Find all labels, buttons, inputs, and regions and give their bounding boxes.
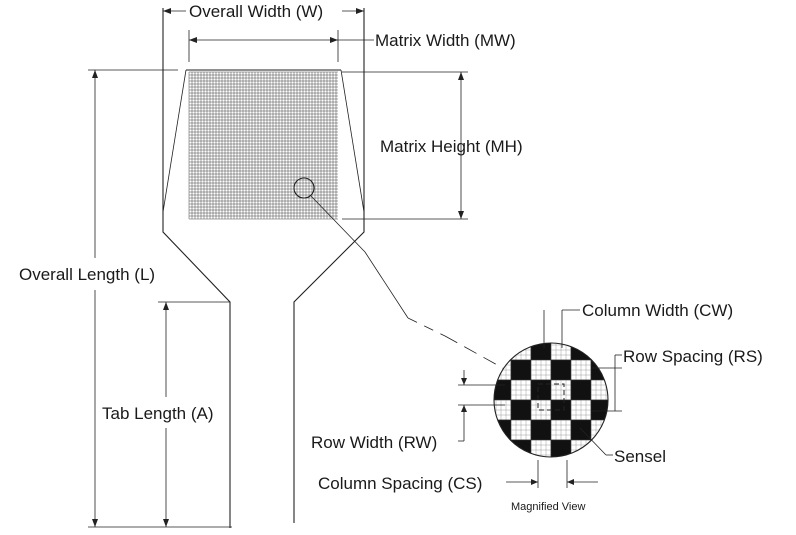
matrix-height-dimension — [342, 71, 468, 220]
overall-width-label: Overall Width (W) — [189, 2, 323, 21]
sensor-outline — [162, 8, 365, 528]
column-spacing-label: Column Spacing (CS) — [318, 474, 482, 493]
column-width-dimension — [543, 309, 580, 348]
magnified-view-caption: Magnified View — [511, 501, 585, 513]
magnify-leader — [310, 195, 511, 373]
tab-length-dimension — [158, 301, 230, 527]
magnified-cell — [611, 380, 631, 400]
magnified-cell — [530, 419, 552, 441]
magnified-cell — [494, 439, 512, 457]
magnified-cell — [590, 343, 608, 361]
matrix-width-label: Matrix Width (MW) — [375, 31, 516, 50]
overall-length-dimension — [88, 69, 232, 528]
row-spacing-label: Row Spacing (RS) — [623, 347, 763, 366]
magnified-cell — [551, 460, 571, 480]
magnified-cell — [511, 460, 531, 480]
column-spacing-dimension — [506, 460, 598, 488]
row-spacing-dimension — [592, 354, 622, 412]
magnified-cell — [611, 420, 631, 440]
row-width-dimension — [458, 370, 505, 442]
magnified-cell — [570, 419, 592, 441]
magnified-cell — [571, 460, 591, 480]
magnified-cell — [494, 343, 512, 361]
sensel-label: Sensel — [614, 447, 666, 466]
row-width-label: Row Width (RW) — [311, 433, 437, 452]
magnified-cell — [611, 400, 631, 420]
magnified-cell — [491, 460, 511, 480]
tab-length-label: Tab Length (A) — [102, 404, 214, 423]
magnified-matrix — [491, 343, 631, 480]
sensel-matrix-grid — [188, 71, 338, 220]
matrix-width-dimension — [188, 30, 374, 62]
magnified-cell — [530, 379, 552, 401]
magnified-circle — [493, 342, 609, 458]
magnified-cell — [550, 359, 572, 381]
overall-length-label: Overall Length (L) — [19, 265, 155, 284]
column-width-label: Column Width (CW) — [582, 301, 733, 320]
sensel-highlight — [537, 383, 565, 411]
magnified-cell — [531, 460, 551, 480]
magnified-cell — [550, 399, 572, 421]
sensel-leader — [579, 427, 613, 456]
overall-width-dimension — [163, 8, 364, 14]
magnified-cell — [591, 460, 611, 480]
magnified-cell — [510, 399, 532, 421]
magnified-cell — [510, 359, 532, 381]
magnified-cell — [570, 379, 592, 401]
matrix-height-label: Matrix Height (MH) — [380, 137, 523, 156]
magnify-circle — [293, 177, 315, 199]
